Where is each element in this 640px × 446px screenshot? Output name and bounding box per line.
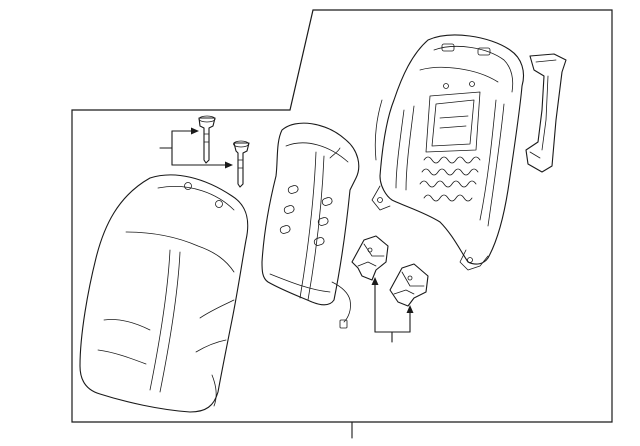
side-trim-panel <box>525 53 567 173</box>
clip-upper <box>351 235 389 281</box>
clip-lower <box>389 263 429 307</box>
clips-callout <box>371 277 414 343</box>
seat-back-cover <box>79 174 249 413</box>
headrest-guide-right <box>233 140 250 188</box>
seat-back-frame <box>371 34 525 271</box>
headrest-guides-callout <box>159 127 233 169</box>
seat-back-pad <box>261 122 360 329</box>
assembly-outline-box <box>71 9 613 423</box>
headrest-guide-left <box>198 115 216 164</box>
